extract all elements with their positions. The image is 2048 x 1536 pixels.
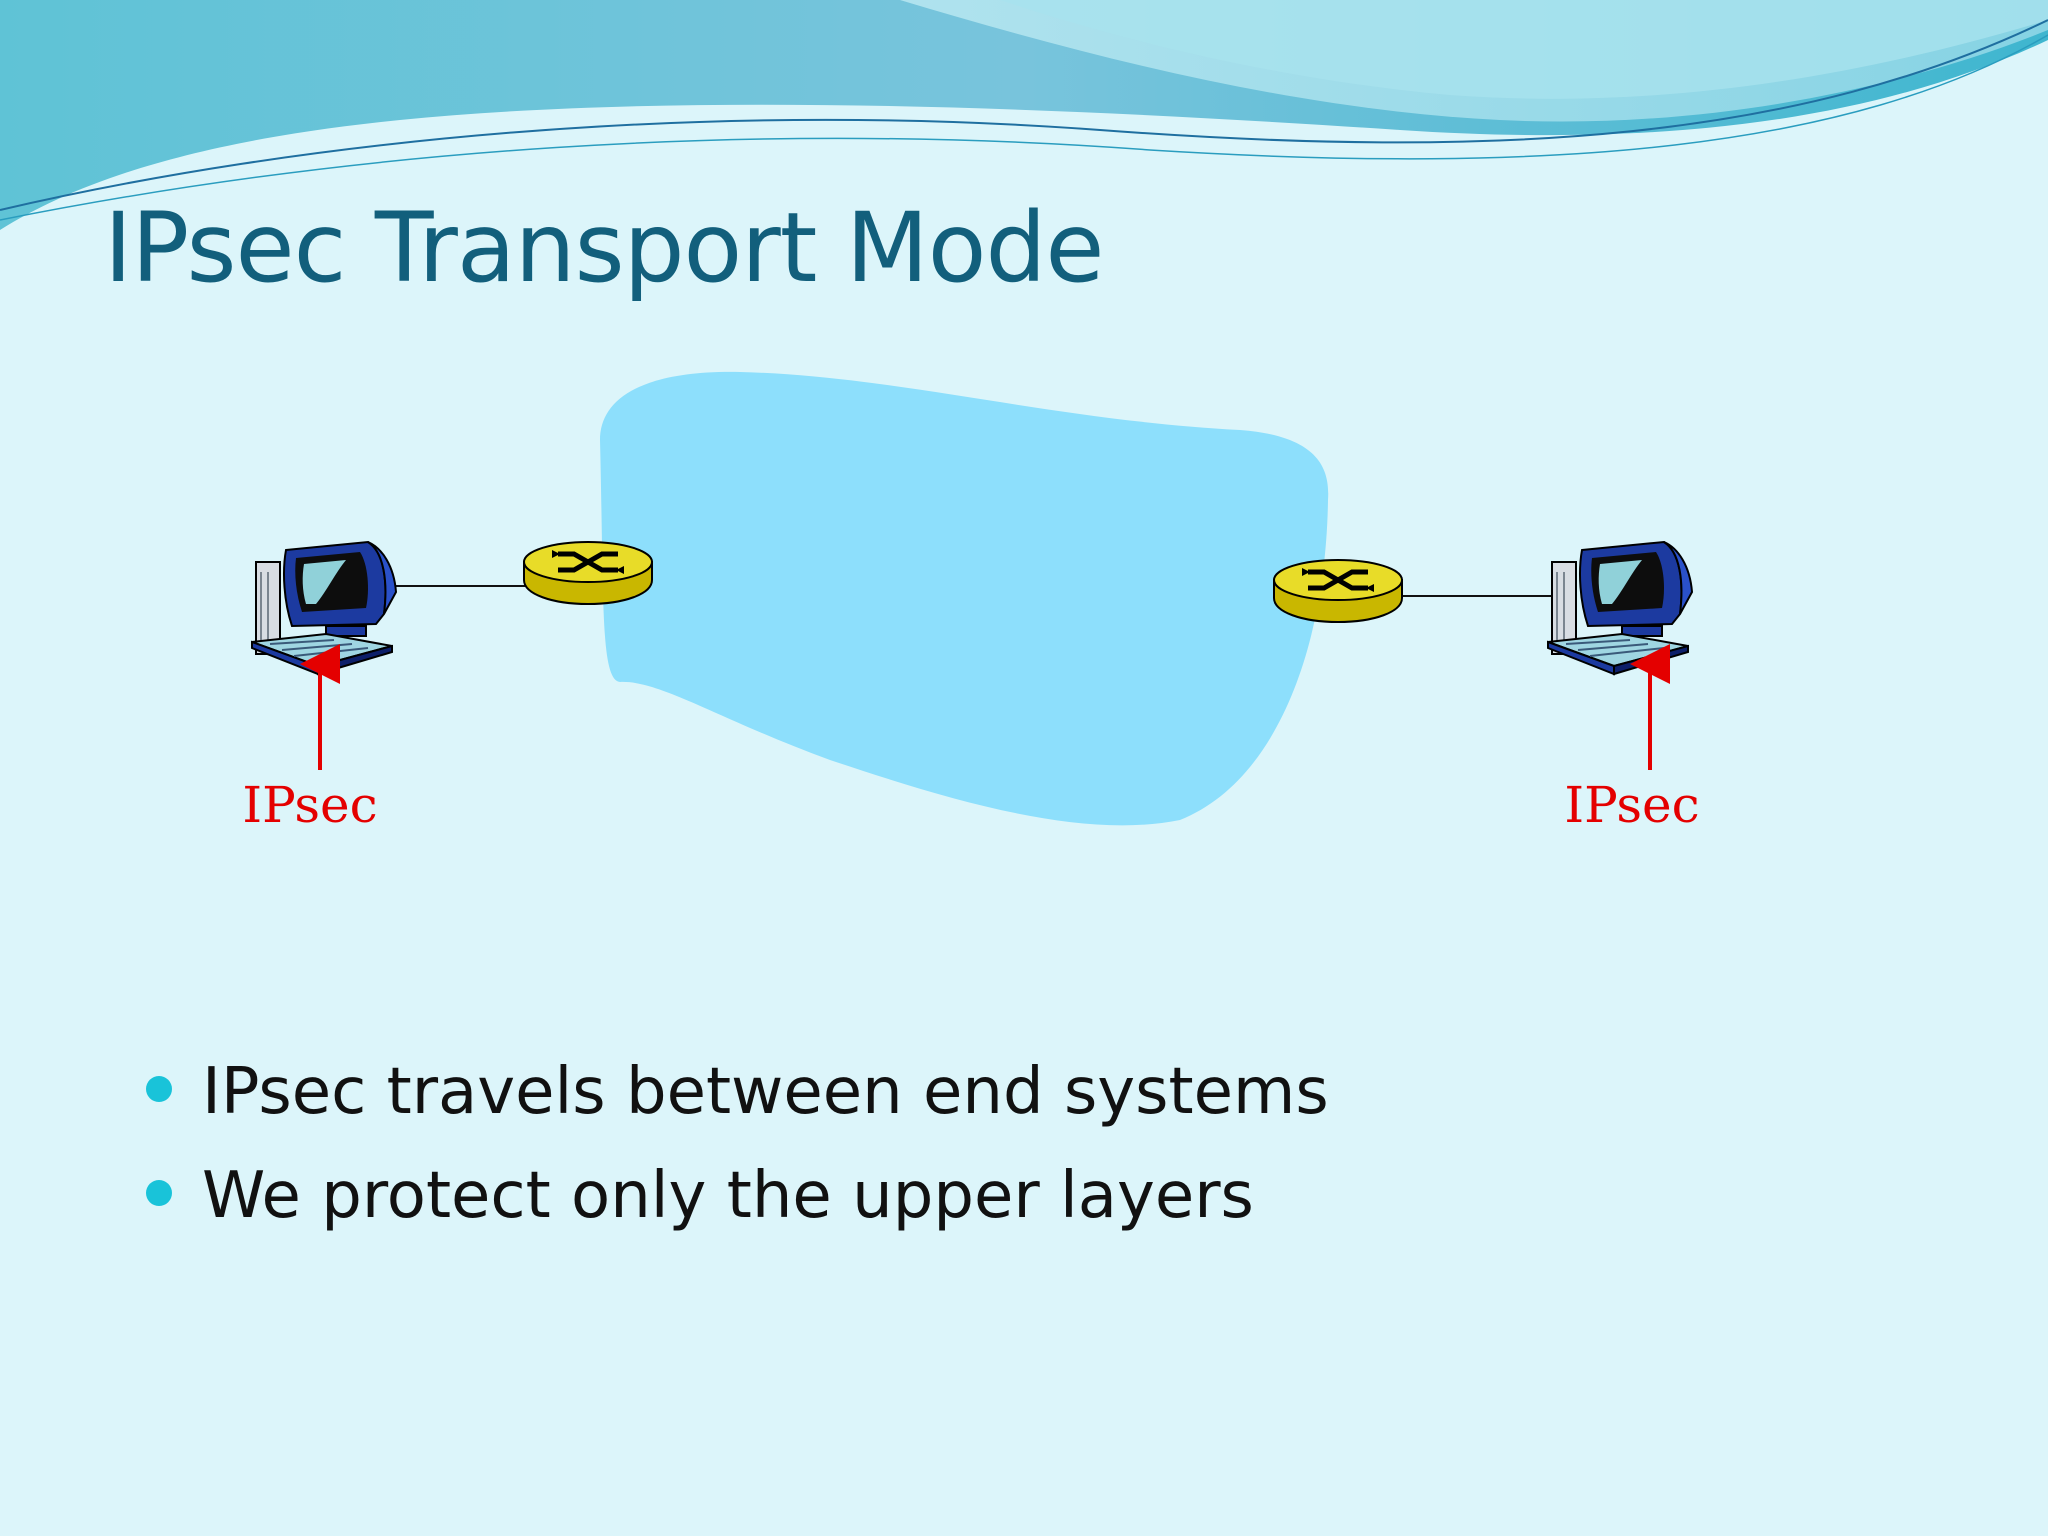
- network-diagram: [251, 371, 1693, 826]
- bullet-text: We protect only the upper layers: [202, 1159, 1254, 1233]
- ipsec-label-right: IPsec: [1564, 776, 1700, 834]
- router-icon: [1274, 560, 1402, 622]
- header-wave: [0, 0, 2048, 230]
- bullet-item: IPsec travels between end systems: [140, 1040, 1329, 1144]
- bullet-text: IPsec travels between end systems: [202, 1055, 1329, 1129]
- bullet-dot-icon: [146, 1076, 172, 1102]
- desktop-computer-icon: [1547, 541, 1693, 675]
- slide-title: IPsec Transport Mode: [104, 192, 1104, 304]
- router-icon: [524, 542, 652, 604]
- bullet-list: IPsec travels between end systems We pro…: [140, 1040, 1329, 1248]
- ipsec-label-left: IPsec: [242, 776, 378, 834]
- network-cloud: [600, 371, 1329, 826]
- desktop-computer-icon: [251, 541, 397, 675]
- bullet-item: We protect only the upper layers: [140, 1144, 1329, 1248]
- bullet-dot-icon: [146, 1180, 172, 1206]
